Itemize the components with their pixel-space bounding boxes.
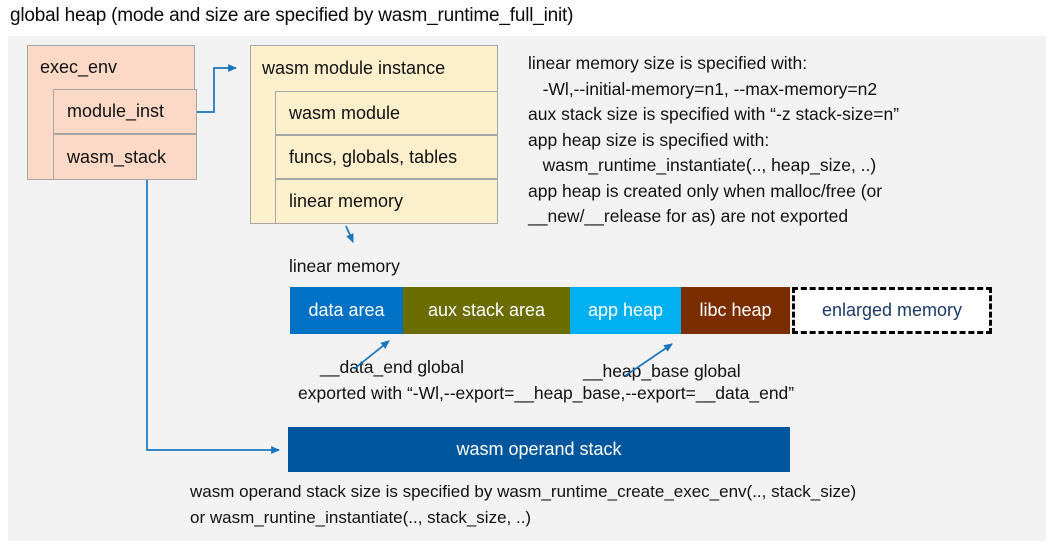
note-line: app heap size is specified with: bbox=[528, 129, 770, 150]
funcs-globals-tables-box: funcs, globals, tables bbox=[275, 135, 498, 179]
module-instance-label: wasm module instance bbox=[262, 57, 446, 78]
memory-size-note: linear memory size is specified with: -W… bbox=[528, 51, 899, 230]
linear-memory-label: linear memory bbox=[289, 256, 400, 276]
exec-env-label: exec_env bbox=[40, 56, 118, 77]
note-line: linear memory size is specified with: bbox=[528, 53, 808, 73]
module-inst-box: module_inst bbox=[53, 89, 197, 134]
heap-base-global-label: __heap_base global bbox=[583, 361, 741, 381]
operand-stack-note: wasm operand stack size is specified by … bbox=[190, 479, 856, 531]
note-line: -Wl,--initial-memory=n1, --max-memory=n2 bbox=[528, 78, 878, 99]
wasm-stack-box: wasm_stack bbox=[53, 134, 197, 180]
wasm-operand-stack-bar: wasm operand stack bbox=[288, 427, 790, 472]
libc-heap-segment: libc heap bbox=[681, 287, 790, 334]
data-area-segment: data area bbox=[290, 287, 403, 334]
data-end-global-label: __data_end global bbox=[320, 357, 465, 377]
note-line: wasm operand stack size is specified by … bbox=[190, 482, 857, 501]
linear-memory-box: linear memory bbox=[275, 179, 498, 224]
aux-stack-area-segment: aux stack area bbox=[403, 287, 570, 334]
export-note: exported with “-Wl,--export=__heap_base,… bbox=[298, 383, 795, 403]
enlarged-memory-box: enlarged memory bbox=[792, 287, 992, 334]
note-line: aux stack size is specified with “-z sta… bbox=[528, 104, 900, 124]
note-line: __new/__release for as) are not exported bbox=[528, 206, 849, 226]
note-line: wasm_runtime_instantiate(.., heap_size, … bbox=[528, 155, 877, 175]
note-line: or wasm_runtine_instantiate(.., stack_si… bbox=[190, 508, 532, 527]
note-line: app heap is created only when malloc/fre… bbox=[528, 180, 883, 201]
wasm-module-box: wasm module bbox=[275, 91, 498, 135]
linear-memory-bar: data area aux stack area app heap libc h… bbox=[290, 287, 790, 334]
page-title: global heap (mode and size are specified… bbox=[10, 5, 574, 26]
app-heap-segment: app heap bbox=[570, 287, 681, 334]
